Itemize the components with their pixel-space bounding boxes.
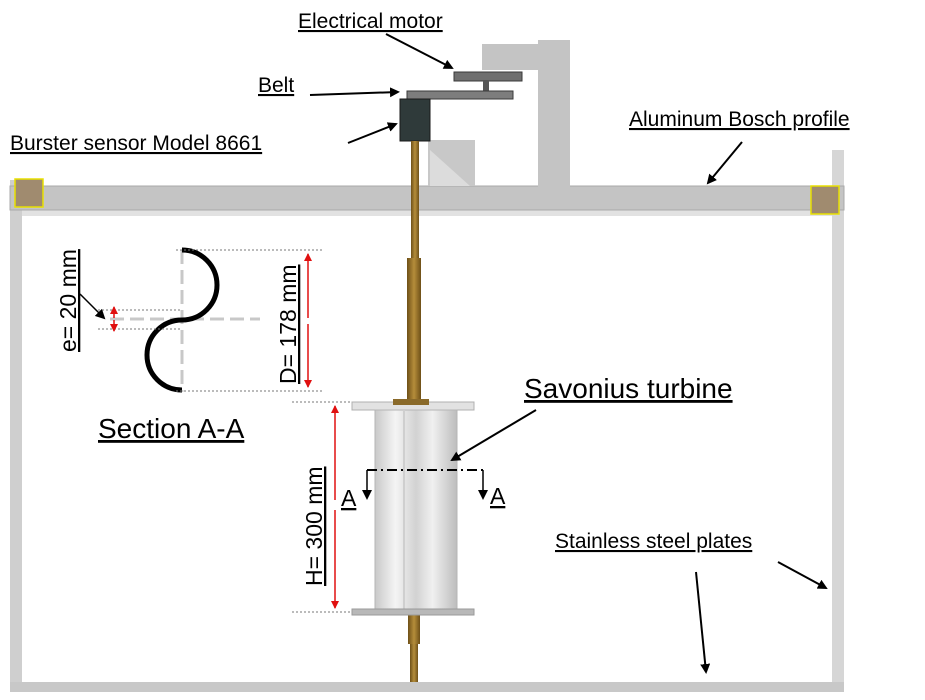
motor-leader [385,33,454,69]
bracket-gusset [430,150,470,186]
bottom-endplate [351,608,475,616]
sensor-label: Burster sensor Model 8661 [10,132,262,155]
plates-leader-bottom [695,571,711,674]
left-wall [10,180,22,690]
motor-label: Electrical motor [298,10,443,33]
upper-blade [181,247,220,323]
mount-column [538,40,570,196]
overlap-leader [79,293,106,320]
callouts: Electrical motor Belt Burster sensor Mod… [10,10,850,674]
lower-coupling [408,612,420,644]
shaft-coupling [407,258,421,404]
turbine-label: Savonius turbine [524,373,733,404]
motor-mount [399,40,570,196]
electrical-motor [453,71,523,82]
belt-label: Belt [258,74,294,97]
motor-shaft [483,81,489,91]
inner-rail [22,210,832,216]
right-corner-block [810,185,840,215]
savonius-turbine: A A [341,399,506,616]
section-aa-detail: D= 178 mm e= 20 mm Section A-A [55,247,322,444]
diameter-label: D= 178 mm [275,264,301,384]
turbine-body [374,409,458,611]
belt [406,90,514,100]
bottom-plate [10,682,844,692]
height-dimension: H= 300 mm [292,401,350,613]
cut-label-right: A [490,483,506,509]
top-hub [393,399,429,405]
burster-sensor [399,98,431,142]
right-wall [832,150,844,690]
aluminum-profile-bar [9,185,845,211]
section-title: Section A-A [98,413,245,444]
upper-shaft [411,141,419,261]
plates-label: Stainless steel plates [555,530,752,553]
profile-leader [706,141,743,185]
lower-blade [144,317,183,393]
lower-shaft [410,644,418,682]
height-label: H= 300 mm [301,466,327,586]
belt-leader [309,87,400,98]
left-corner-block [14,178,44,208]
sensor-leader [347,122,398,144]
turbine-leader [450,409,537,462]
overlap-label: e= 20 mm [55,249,81,352]
plates-leader-side [777,561,828,589]
tank-frame [9,150,845,692]
cut-label-left: A [341,485,357,511]
profile-label: Aluminum Bosch profile [629,108,850,131]
turbine-shaft [407,141,421,682]
